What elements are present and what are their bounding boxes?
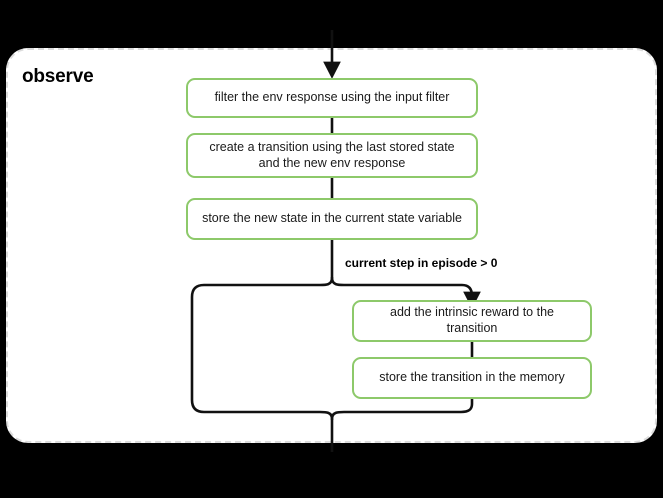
page-title: observe [22, 66, 94, 87]
node-store-transition[interactable]: store the transition in the memory [352, 357, 592, 399]
node-filter-env-response[interactable]: filter the env response using the input … [186, 78, 478, 118]
branch-condition-label: current step in episode > 0 [345, 256, 498, 270]
wire-fork-left-bypass [190, 276, 334, 421]
wire-fork-right-true [330, 276, 481, 309]
node-label: filter the env response using the input … [214, 90, 450, 105]
node-label: create a transition using the last store… [209, 139, 455, 170]
node-label: store the new state in the current state… [202, 211, 462, 226]
node-create-transition[interactable]: create a transition using the last store… [186, 133, 478, 178]
wire-true-branch-merge [330, 396, 474, 421]
node-label: add the intrinsic reward to the transiti… [390, 305, 554, 335]
node-add-intrinsic-reward[interactable]: add the intrinsic reward to the transiti… [352, 300, 592, 342]
node-label: store the transition in the memory [379, 370, 565, 385]
node-store-new-state[interactable]: store the new state in the current state… [186, 198, 478, 240]
